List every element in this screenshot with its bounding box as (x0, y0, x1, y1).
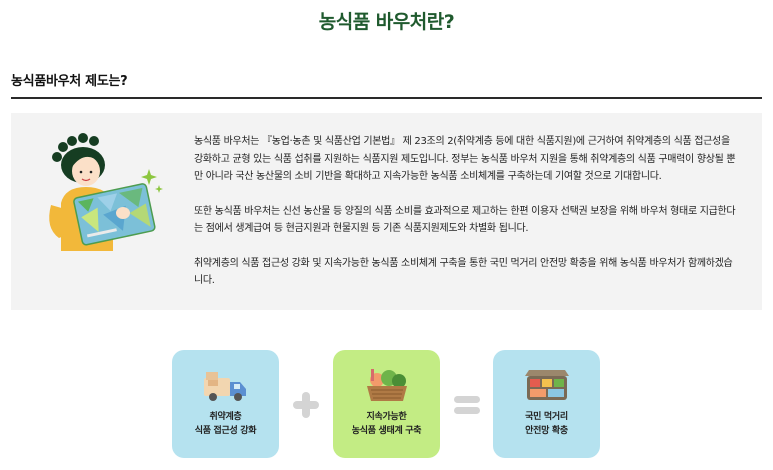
plus-icon (293, 392, 319, 418)
produce-basket-icon (367, 369, 407, 401)
goal-card-access: 취약계층 식품 접근성 강화 (172, 350, 279, 458)
goal-card-ecosystem: 지속가능한 농식품 생태계 구축 (333, 350, 440, 458)
voucher-card-illustration (49, 133, 163, 251)
intro-box: 농식품 바우처는 『농업·농촌 및 식품산업 기본법』 제 23조의 2(취약계… (11, 113, 762, 310)
delivery-truck-icon (204, 372, 246, 401)
food-box-icon (525, 370, 569, 400)
page-title: 농식품 바우처란? (318, 11, 455, 33)
goal-card-label: 취약계층 식품 접근성 강화 (194, 412, 257, 436)
intro-text: 농식품 바우처는 『농업·농촌 및 식품산업 기본법』 제 23조의 2(취약계… (194, 133, 739, 290)
goal-card-label: 국민 먹거리 안전망 확충 (525, 412, 568, 436)
section-divider (11, 97, 762, 99)
goal-card-safety-net: 국민 먹거리 안전망 확충 (493, 350, 600, 458)
section-title: 농식품바우처 제도는? (11, 74, 128, 89)
intro-paragraph-2: 또한 농식품 바우처는 신선 농산물 등 양질의 식품 소비를 효과적으로 제고… (194, 205, 736, 235)
intro-paragraph-1: 농식품 바우처는 『농업·농촌 및 식품산업 기본법』 제 23조의 2(취약계… (194, 136, 736, 182)
equals-icon (454, 396, 480, 414)
goal-card-label: 지속가능한 농식품 생태계 구축 (351, 412, 422, 436)
voucher-goals-diagram: 취약계층 식품 접근성 강화 지속가능한 농식품 생태계 구축 (0, 350, 773, 458)
intro-paragraph-3: 취약계층의 식품 접근성 강화 및 지속가능한 농식품 소비체계 구축을 통한 … (194, 257, 733, 287)
